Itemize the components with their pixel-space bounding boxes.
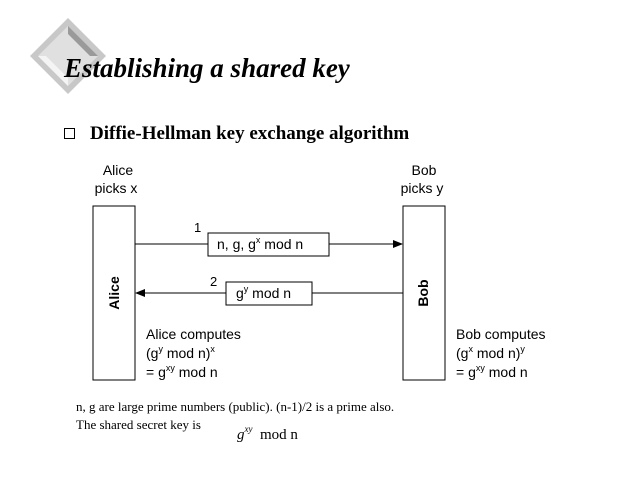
formula-base: g bbox=[237, 427, 245, 443]
message-1-content: n, g, gx mod n bbox=[217, 235, 303, 252]
note-primes: n, g are large prime numbers (public). (… bbox=[76, 399, 395, 414]
message-2-content: gy mod n bbox=[236, 284, 291, 301]
bob-computes-step-1: (gx mod n)y bbox=[456, 344, 525, 361]
alice-computes-heading: Alice computes bbox=[146, 326, 241, 342]
bob-header-picks: picks y bbox=[401, 180, 444, 196]
slide-title: Establishing a shared key bbox=[64, 53, 350, 83]
message-1-box bbox=[207, 232, 330, 257]
bob-header-name: Bob bbox=[412, 162, 437, 178]
bob-box-label: Bob bbox=[415, 279, 431, 306]
shared-key-formula: gxy mod n bbox=[237, 424, 298, 444]
title-diamond-decoration bbox=[30, 18, 106, 94]
alice-header-name: Alice bbox=[103, 162, 134, 178]
formula-suffix: mod n bbox=[260, 427, 298, 443]
bob-box bbox=[402, 205, 446, 381]
bob-computes-heading: Bob computes bbox=[456, 326, 546, 342]
alice-box-label: Alice bbox=[106, 276, 122, 310]
bullet-heading: Diffie-Hellman key exchange algorithm bbox=[90, 123, 410, 144]
bullet-checkbox-icon bbox=[64, 128, 75, 139]
formula-exponent: xy bbox=[244, 424, 253, 434]
message-2-step-number: 2 bbox=[210, 274, 217, 289]
note-shared-key: The shared secret key is bbox=[76, 417, 201, 432]
message-1-step-number: 1 bbox=[194, 220, 201, 235]
alice-header-picks: picks x bbox=[95, 180, 138, 196]
message-2-box bbox=[225, 281, 313, 306]
alice-computes-step-2: = gxy mod n bbox=[146, 363, 218, 380]
alice-computes-step-1: (gy mod n)x bbox=[146, 344, 215, 361]
bob-computes-step-2: = gxy mod n bbox=[456, 363, 528, 380]
